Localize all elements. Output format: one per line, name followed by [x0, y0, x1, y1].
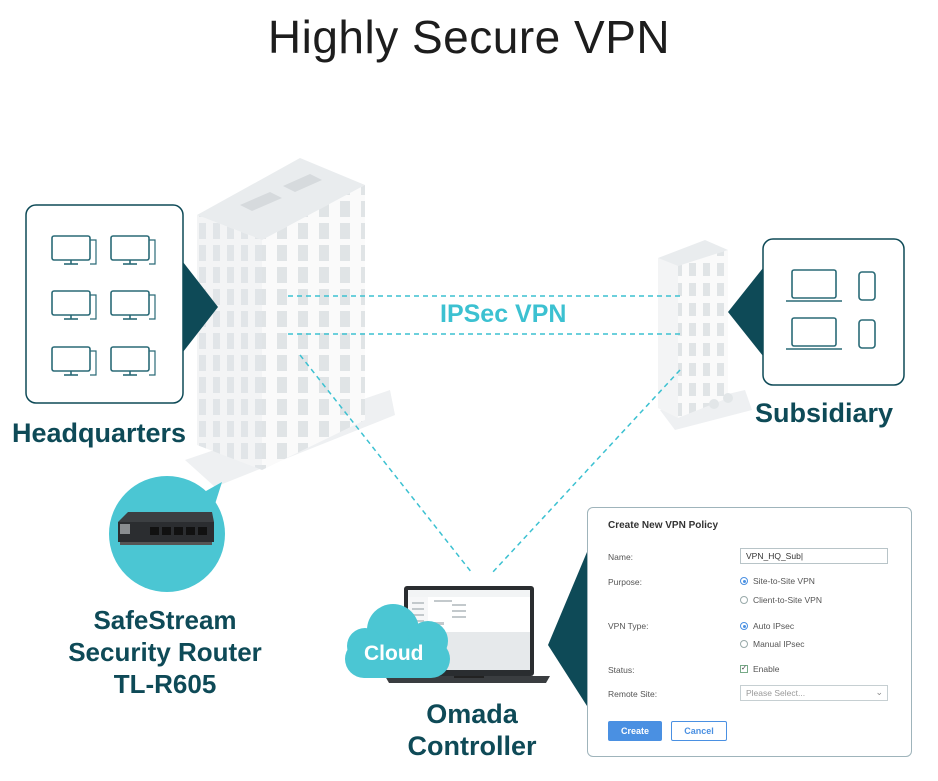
monitor-icon — [51, 290, 91, 320]
router-label-line2: Security Router — [68, 637, 262, 667]
omada-label-line1: Omada — [426, 699, 518, 729]
radio-empty-icon — [740, 640, 748, 648]
monitor-icon — [110, 235, 150, 265]
headquarters-label: Headquarters — [12, 418, 187, 448]
vpn-policy-panel: Create New VPN Policy Name: VPN_HQ_Sub| … — [587, 507, 912, 757]
radio-selected-icon — [740, 577, 748, 585]
headquarters-building — [185, 158, 395, 487]
option-label: Site-to-Site VPN — [753, 576, 815, 586]
radio-empty-icon — [740, 596, 748, 604]
ipsec-vpn-label: IPSec VPN — [440, 300, 567, 328]
panel-title: Create New VPN Policy — [608, 520, 719, 531]
phone-icon — [858, 271, 876, 301]
radio-selected-icon — [740, 622, 748, 630]
page-title: Highly Secure VPN — [267, 11, 671, 63]
subsidiary-building — [658, 240, 752, 430]
monitor-icon — [51, 346, 91, 376]
subsidiary-label: Subsidiary — [755, 398, 894, 428]
omada-label-line2: Controller — [407, 731, 537, 761]
cancel-button[interactable]: Cancel — [671, 721, 727, 741]
router-label-line3: TL-R605 — [113, 669, 217, 699]
panel-pointer — [548, 552, 587, 706]
purpose-label: Purpose: — [608, 577, 643, 587]
purpose-site-to-site-radio[interactable]: Site-to-Site VPN — [740, 576, 815, 586]
purpose-client-to-site-radio[interactable]: Client-to-Site VPN — [740, 595, 822, 605]
chevron-down-icon: ⌄ — [875, 687, 883, 697]
cloud-label: Cloud — [364, 642, 424, 665]
monitor-icon — [110, 290, 150, 320]
name-input[interactable]: VPN_HQ_Sub| — [740, 548, 888, 564]
select-placeholder: Please Select... — [746, 688, 806, 698]
phone-icon — [858, 319, 876, 349]
laptop-icon — [786, 317, 842, 350]
omada-controller-label: Omada Controller — [392, 698, 552, 762]
vpn-type-manual-radio[interactable]: Manual IPsec — [740, 639, 805, 649]
option-label: Enable — [753, 664, 780, 674]
option-label: Manual IPsec — [753, 639, 805, 649]
laptop-icon — [786, 269, 842, 302]
monitor-icon — [110, 346, 150, 376]
checkmark-icon: ✓ — [740, 665, 748, 673]
remote-site-label: Remote Site: — [608, 689, 658, 699]
vpn-type-auto-radio[interactable]: Auto IPsec — [740, 621, 794, 631]
option-label: Client-to-Site VPN — [753, 595, 822, 605]
create-button[interactable]: Create — [608, 721, 662, 741]
name-label: Name: — [608, 552, 634, 562]
router-device-icon — [118, 512, 214, 545]
option-label: Auto IPsec — [753, 621, 795, 631]
name-input-value: VPN_HQ_Sub — [746, 551, 801, 561]
status-enable-checkbox[interactable]: ✓ Enable — [740, 664, 779, 674]
router-label-line1: SafeStream — [93, 605, 237, 635]
monitor-icon — [51, 235, 91, 265]
cloud-icon — [345, 604, 450, 678]
omada-laptop — [385, 586, 550, 683]
remote-site-select[interactable]: Please Select... ⌄ — [740, 685, 888, 701]
hq-devices-panel — [25, 204, 218, 404]
status-label: Status: — [608, 665, 635, 675]
router-label: SafeStream Security Router TL-R605 — [40, 604, 290, 700]
subsidiary-devices-panel — [728, 238, 905, 386]
vpn-links — [288, 295, 681, 574]
router-bubble — [109, 476, 225, 592]
vpn-type-label: VPN Type: — [608, 621, 649, 631]
